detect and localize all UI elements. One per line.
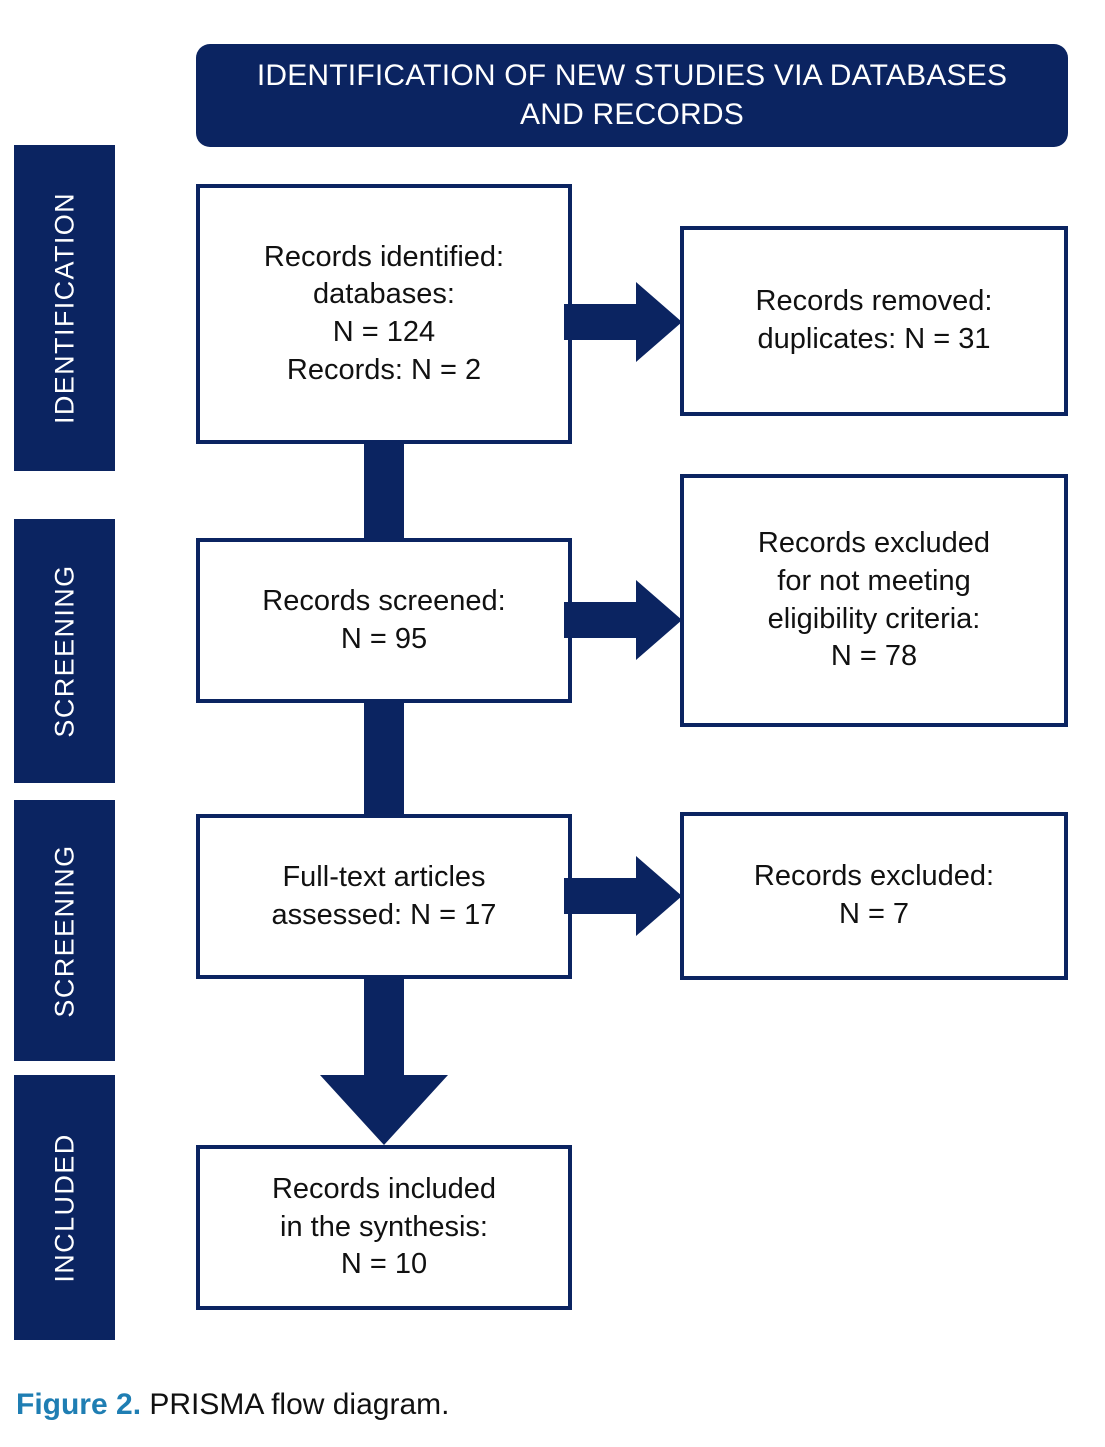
diagram-header-title: IDENTIFICATION OF NEW STUDIES VIA DATABA…	[256, 59, 1008, 131]
box-line: Records screened:	[262, 584, 506, 617]
connector-identified-to-screened	[364, 444, 404, 538]
box-line: N = 124	[332, 316, 436, 348]
stage-bar-screening-2: SCREENING	[14, 800, 115, 1061]
box-line: Full-text articles	[282, 860, 486, 893]
box-fulltext-assessed: Full-text articles assessed: N = 17	[196, 814, 572, 979]
box-line: N = 10	[340, 1248, 428, 1281]
right-arrow-icon-identified-to-removed	[564, 282, 682, 362]
box-line: N = 78	[830, 640, 918, 673]
box-records-removed: Records removed: duplicates: N = 31	[680, 226, 1068, 416]
stage-bar-identification: IDENTIFICATION	[14, 145, 115, 471]
box-records-excluded-eligibility: Records excluded for not meeting eligibi…	[680, 474, 1068, 727]
box-records-excluded: Records excluded: N = 7	[680, 812, 1068, 980]
connector-screened-to-fulltext	[364, 703, 404, 814]
stage-label-identification: IDENTIFICATION	[49, 191, 79, 425]
box-line: Records removed:	[755, 285, 993, 318]
box-line: Records: N = 2	[286, 353, 482, 386]
diagram-header-banner: IDENTIFICATION OF NEW STUDIES VIA DATABA…	[196, 44, 1068, 147]
stage-label-screening-2: SCREENING	[49, 843, 79, 1018]
stage-label-included: INCLUDED	[49, 1132, 79, 1283]
box-line: for not meeting	[777, 564, 971, 597]
down-arrow-icon-fulltext-to-included	[320, 979, 448, 1145]
stage-bar-screening-1: SCREENING	[14, 519, 115, 783]
box-line: in the synthesis:	[280, 1210, 488, 1243]
box-line: N = 7	[838, 898, 910, 930]
box-line: Records identified:	[263, 240, 505, 273]
box-records-included: Records included in the synthesis: N = 1…	[196, 1145, 572, 1310]
box-line: duplicates: N = 31	[757, 323, 991, 355]
box-records-identified: Records identified: databases: N = 124 R…	[196, 184, 572, 444]
box-records-screened: Records screened: N = 95	[196, 538, 572, 703]
right-arrow-icon-fulltext-to-excluded	[564, 856, 682, 936]
figure-caption-text: PRISMA flow diagram.	[141, 1388, 450, 1421]
figure-caption: Figure 2. PRISMA flow diagram.	[16, 1388, 449, 1422]
figure-number: Figure 2.	[16, 1388, 142, 1421]
box-line: N = 95	[340, 622, 428, 655]
box-line: Records included	[271, 1172, 497, 1205]
box-line: eligibility criteria:	[767, 602, 981, 635]
box-line: Records excluded:	[753, 860, 995, 893]
box-line: Records excluded	[757, 527, 991, 560]
right-arrow-icon-screened-to-excluded-eligibility	[564, 580, 682, 660]
stage-bar-included: INCLUDED	[14, 1075, 115, 1340]
box-line: assessed: N = 17	[271, 898, 497, 931]
box-line: databases:	[313, 278, 455, 311]
stage-label-screening-1: SCREENING	[49, 564, 79, 738]
